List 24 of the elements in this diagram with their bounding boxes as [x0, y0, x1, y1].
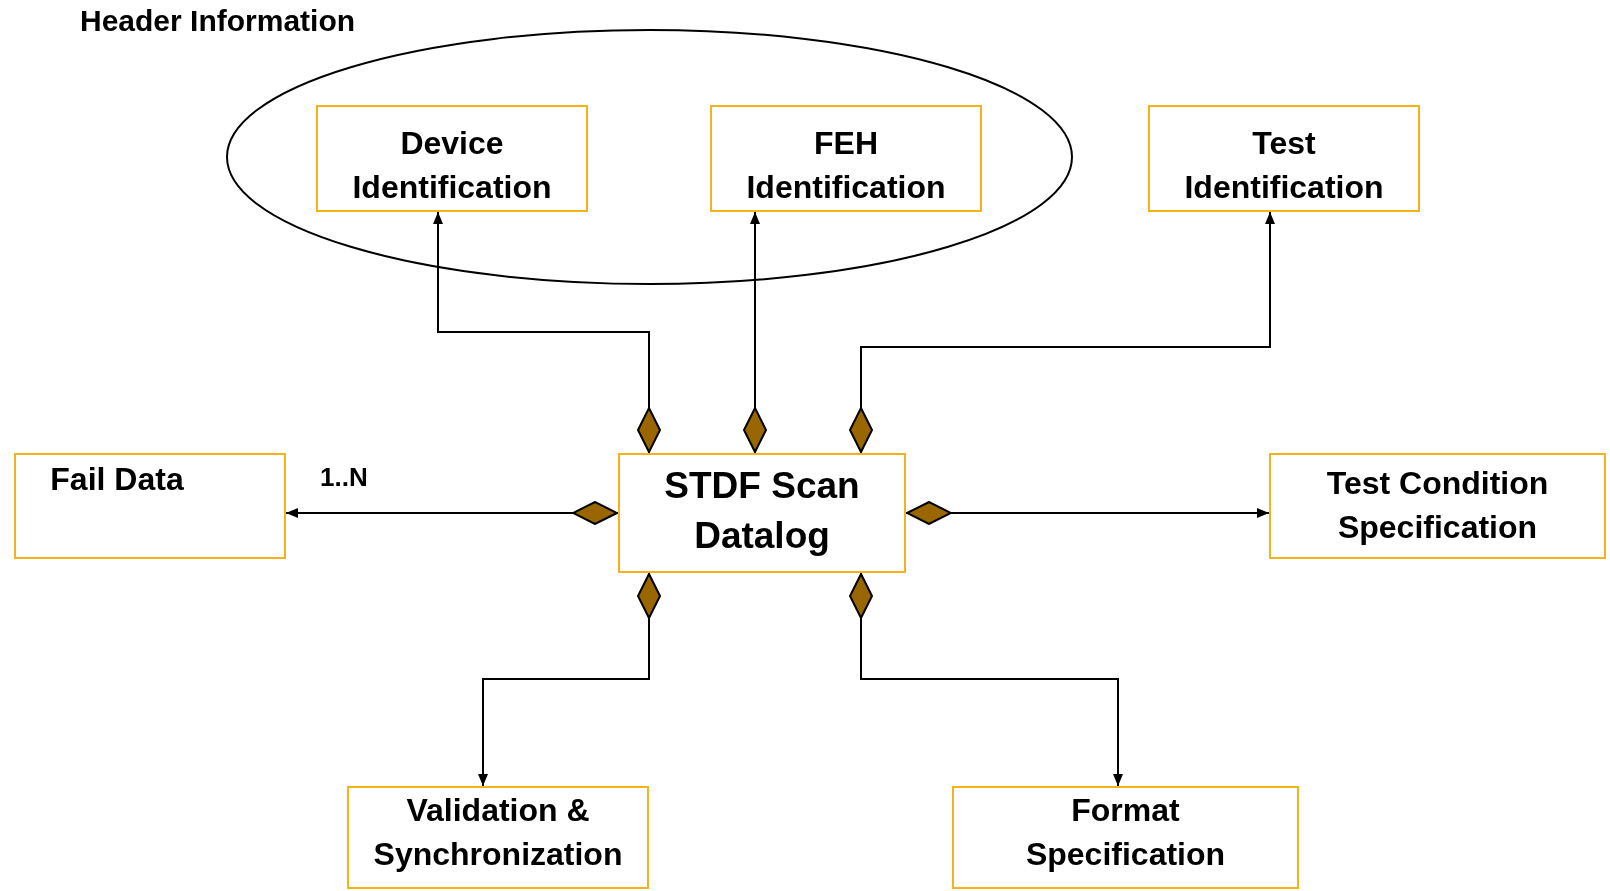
- box-label: STDF Scan Datalog: [663, 464, 861, 558]
- entity-box: [14, 453, 286, 559]
- box-label: Fail Data: [49, 460, 185, 499]
- entity-box: [1148, 105, 1420, 212]
- entity-box: [952, 786, 1299, 889]
- central-box: [618, 453, 906, 573]
- box-label: Test Condition Specification: [1325, 464, 1550, 547]
- entity-box: [710, 105, 982, 212]
- composition-connector: [433, 211, 661, 454]
- composition-connector: [849, 572, 1123, 787]
- entity-box: [347, 786, 649, 889]
- box-label: Format Specification: [1024, 791, 1227, 874]
- box-label: Device Identification: [351, 124, 553, 207]
- box-label: FEH Identification: [745, 124, 947, 207]
- composition-connector: [849, 211, 1275, 454]
- composition-connector: [285, 501, 619, 525]
- entity-box: [316, 105, 588, 212]
- composition-connector: [478, 572, 661, 787]
- group-heading: Header Information: [80, 3, 356, 39]
- composition-connector: [743, 211, 767, 454]
- entity-box: [1269, 453, 1606, 559]
- box-label: Validation & Synchronization: [372, 791, 624, 874]
- box-label: Test Identification: [1183, 124, 1385, 207]
- composition-connector: [905, 501, 1270, 525]
